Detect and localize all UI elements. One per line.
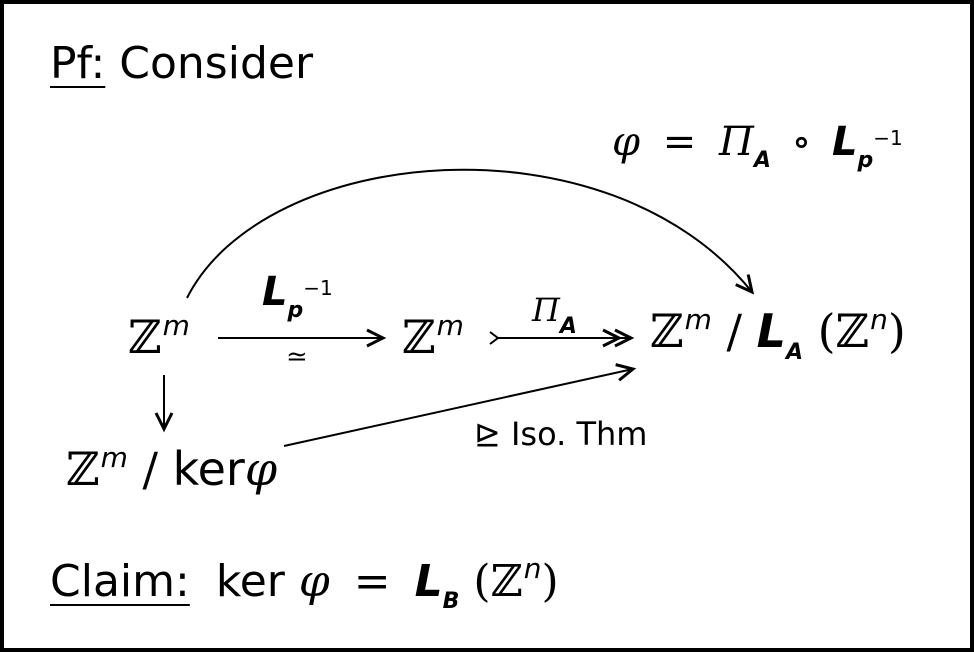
bottom-z-symbol: ℤ	[66, 442, 100, 496]
claim-equals-symbol: =	[353, 556, 391, 607]
right-open-paren: (	[817, 304, 836, 358]
middle-zm-node: ℤm	[402, 312, 464, 361]
pi-symbol: Π	[718, 119, 754, 165]
equals-symbol: =	[662, 119, 697, 165]
right-z-symbol: ℤ	[650, 304, 684, 358]
bottom-slash: /	[142, 442, 159, 496]
iso-l-subscript-p: p	[287, 298, 304, 323]
composite-arc-arrow	[186, 168, 755, 299]
iso-l-subscript-inverse: −1	[303, 276, 333, 300]
right-quotient-node: ℤm / LA (ℤn)	[650, 306, 906, 364]
phi-symbol: φ	[612, 119, 641, 165]
right-n-superscript: n	[870, 303, 888, 336]
right-slash: /	[726, 304, 743, 358]
right-zn-base: ℤ	[835, 304, 870, 358]
projection-label: ΠA	[532, 291, 577, 338]
bottom-m-superscript: m	[100, 441, 128, 474]
bottom-ker-text: ker	[172, 442, 245, 496]
left-z-symbol: ℤ	[128, 310, 162, 364]
claim-b-subscript: B	[442, 589, 460, 614]
right-close-paren: )	[887, 304, 906, 358]
iso-l-symbol: L	[262, 269, 288, 315]
compose-symbol: ∘	[791, 119, 812, 165]
composite-map-label: φ = ΠA ∘ Lp−1	[612, 119, 903, 172]
middle-m-superscript: m	[436, 309, 464, 342]
right-m-superscript: m	[684, 303, 712, 336]
right-l-symbol: L	[756, 304, 786, 358]
iso-thm-text: Iso. Thm	[510, 415, 648, 453]
right-a-subscript: A	[785, 340, 803, 365]
claim-close-paren: )	[541, 556, 559, 607]
isomorphism-theorem-label: ⊵ Iso. Thm	[474, 418, 647, 450]
claim-phi-symbol: φ	[298, 556, 330, 607]
claim-label: Claim:	[50, 556, 190, 607]
bottom-quotient-node: ℤm / kerφ	[66, 444, 277, 493]
normal-subgroup-symbol: ⊵	[474, 415, 501, 453]
pi-subscript-a: A	[753, 148, 771, 173]
iso-arrow-label: Lp−1	[262, 269, 333, 322]
left-m-superscript: m	[162, 309, 190, 342]
l-subscript-inverse: −1	[873, 126, 903, 150]
claim-zn-base: ℤ	[490, 556, 523, 607]
claim-l-symbol: L	[414, 556, 443, 607]
proof-text: Consider	[119, 38, 314, 89]
middle-z-symbol: ℤ	[402, 310, 436, 364]
isomorphism-theorem-arrow	[283, 363, 637, 447]
claim-statement: Claim: ker φ = LB (ℤn)	[50, 555, 559, 613]
bottom-phi-symbol: φ	[244, 442, 278, 496]
projection-subscript-a: A	[559, 314, 577, 339]
claim-open-paren: (	[473, 556, 491, 607]
proof-heading: Pf: Consider	[50, 42, 313, 86]
l-symbol: L	[831, 119, 858, 165]
claim-ker-text: ker	[215, 556, 285, 607]
projection-pi-symbol: Π	[532, 291, 560, 329]
left-zm-node: ℤm	[128, 312, 190, 361]
claim-n-superscript: n	[523, 552, 542, 585]
iso-symbol: ≃	[286, 342, 308, 372]
l-subscript-p: p	[857, 148, 874, 173]
proof-label: Pf:	[50, 38, 106, 89]
